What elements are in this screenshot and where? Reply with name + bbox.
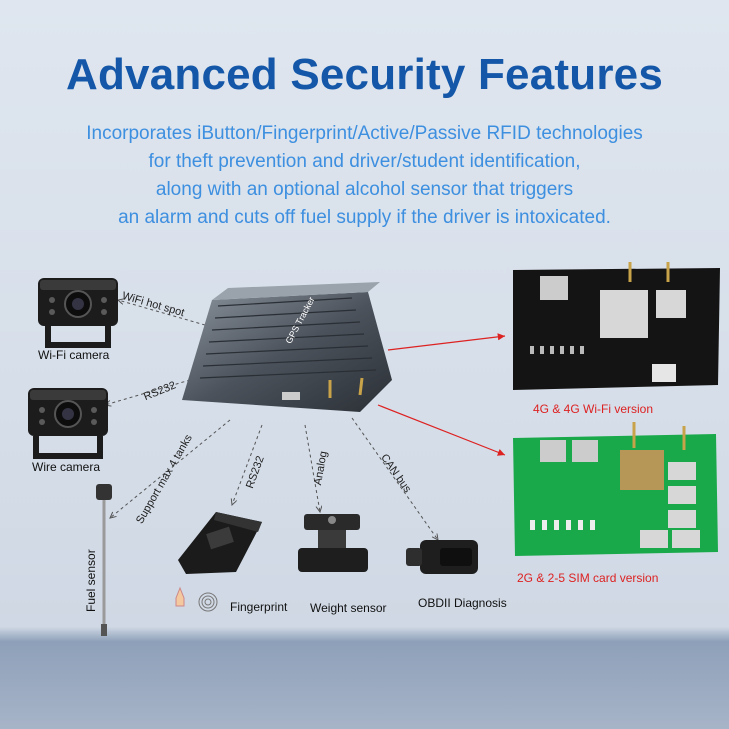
fingerprint-icon bbox=[175, 586, 218, 612]
can-link bbox=[351, 417, 438, 540]
rs232-camera-link bbox=[105, 379, 191, 405]
fuel-sensor-caption: Fuel sensor bbox=[84, 549, 98, 612]
version-links bbox=[377, 333, 506, 456]
version-4g-caption: 4G & 4G Wi-Fi version bbox=[533, 402, 654, 416]
description-line: Incorporates iButton/Fingerprint/Active/… bbox=[86, 123, 643, 144]
fingerprint-caption: Fingerprint bbox=[230, 600, 288, 614]
description-line: along with an optional alcohol sensor th… bbox=[155, 179, 574, 200]
connection-lines bbox=[105, 300, 438, 540]
version-2g-caption: 2G & 2-5 SIM card version bbox=[517, 571, 659, 585]
wifi-camera-caption: Wi-Fi camera bbox=[38, 348, 110, 362]
fuel-sensor-image bbox=[96, 484, 112, 636]
rs232-fp-link bbox=[232, 424, 263, 505]
fuel-link bbox=[110, 419, 231, 518]
board-4g-image bbox=[513, 262, 720, 390]
board-2g-image bbox=[513, 422, 718, 556]
obd-connector-image bbox=[406, 540, 478, 574]
wifi-camera-image bbox=[38, 278, 118, 348]
analog-link bbox=[304, 424, 320, 512]
gps-tracker-device: GPS Tracker bbox=[182, 282, 392, 412]
fingerprint-reader-image bbox=[178, 512, 262, 574]
wire-camera-image bbox=[28, 388, 108, 459]
description-line: for theft prevention and driver/student … bbox=[148, 151, 581, 172]
wire-camera-caption: Wire camera bbox=[32, 460, 101, 474]
weight-sensor-caption: Weight sensor bbox=[310, 601, 387, 615]
description-line: an alarm and cuts off fuel supply if the… bbox=[118, 207, 611, 228]
weight-sensor-image bbox=[298, 514, 368, 572]
feature-description: Incorporates iButton/Fingerprint/Active/… bbox=[20, 120, 709, 232]
obd-caption: OBDII Diagnosis bbox=[418, 596, 507, 610]
page-title: Advanced Security Features bbox=[66, 50, 663, 99]
